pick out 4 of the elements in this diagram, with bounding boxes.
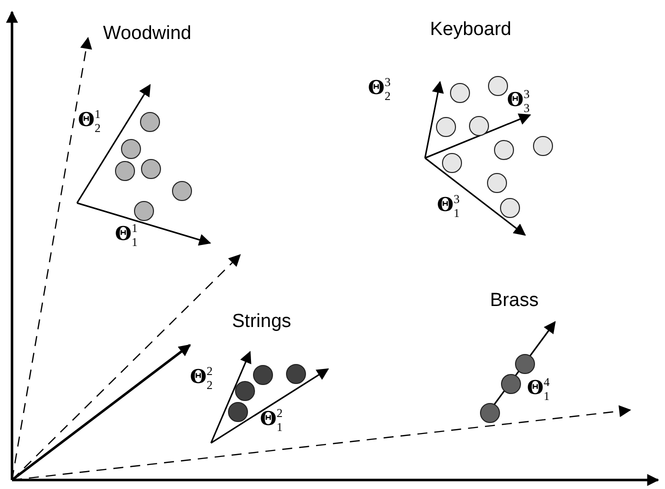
group-label: Keyboard <box>430 20 512 39</box>
group-label: Brass <box>490 291 539 310</box>
group-label: Strings <box>232 312 292 331</box>
group-label: Woodwind <box>103 24 192 43</box>
